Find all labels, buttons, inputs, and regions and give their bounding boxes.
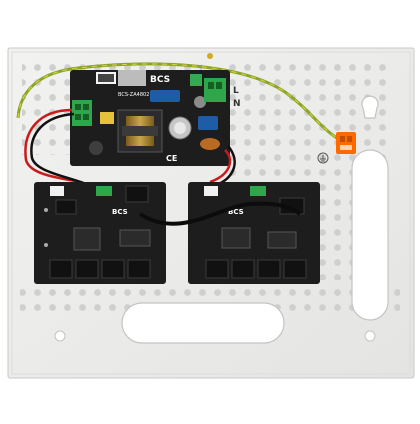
patch-cable (138, 201, 302, 226)
network-switch-right: BCS (188, 182, 320, 284)
ground-terminal-block (336, 132, 356, 154)
power-supply-board: BCS BCS-ZA4802 CE (70, 70, 230, 166)
switch-left-brand: BCS (112, 208, 128, 216)
earth-symbol-icon (317, 152, 329, 164)
ce-mark: CE (166, 154, 177, 163)
switch-right-brand: BCS (228, 208, 244, 216)
terminal-label-neutral: N (233, 99, 241, 109)
terminal-label-live: L (233, 86, 239, 96)
mounting-cutouts (54, 53, 389, 344)
psu-brand: BCS (150, 75, 170, 85)
network-switch-left: BCS (34, 182, 166, 284)
psu-model: BCS-ZA4802 (118, 92, 149, 98)
power-wires (24, 108, 236, 188)
